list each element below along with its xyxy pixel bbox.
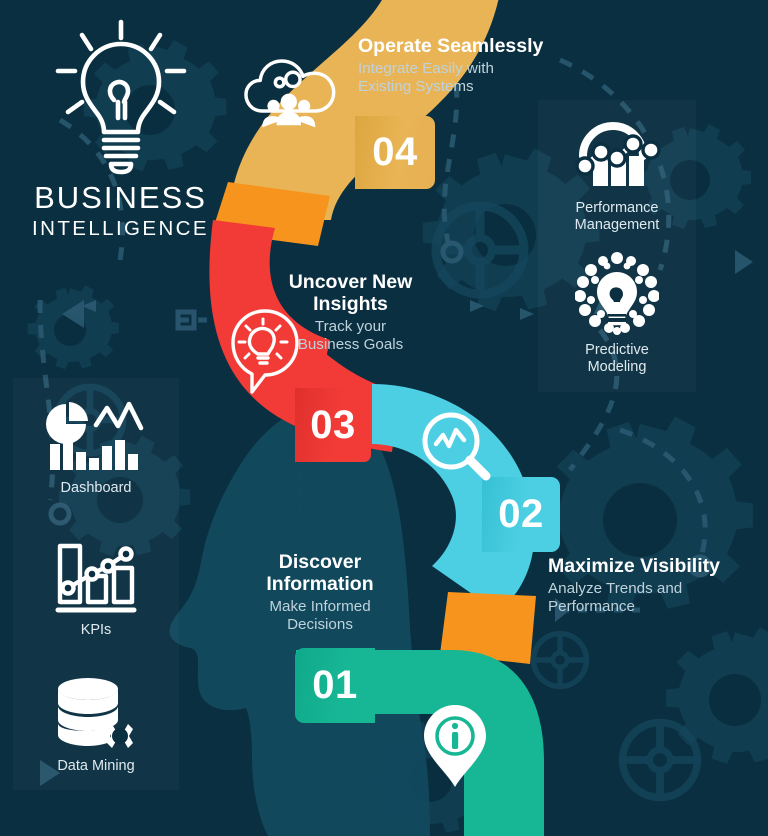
feature-label: Dashboard	[60, 480, 132, 496]
step-03-text: Uncover New Insights Track your Business…	[268, 271, 433, 355]
ribbon-connector-orange-bottom	[440, 592, 536, 664]
brand-subtitle: INTELLIGENCE	[32, 216, 209, 240]
feature-performance-management[interactable]: Performance Management	[538, 112, 696, 234]
lightbulb-icon	[55, 19, 186, 175]
step-03-title-line2: Insights	[313, 292, 388, 315]
step-01-subtitle: Make Informed Decisions	[235, 598, 405, 635]
feature-label: Data Mining	[57, 758, 135, 774]
bulb-dots-icon	[575, 252, 659, 335]
right-feature-panel: Performance Management	[538, 100, 696, 392]
pie-line-bar-chart-icon	[46, 401, 144, 470]
step-03-subtitle: Track your Business Goals	[268, 318, 433, 355]
ribbon-segment-02	[372, 384, 535, 612]
feature-label: Performance Management	[575, 200, 660, 234]
feature-label-line1: Performance	[575, 200, 659, 216]
step-04-text: Operate Seamlessly Integrate Easily with…	[358, 35, 608, 97]
step-02-subtitle: Analyze Trends and Performance	[548, 580, 768, 617]
step-04-number-badge: 04	[355, 116, 435, 189]
ribbon-segment-04	[228, 0, 499, 220]
feature-predictive-modeling[interactable]: Predictive Modeling	[538, 252, 696, 376]
step-01-subtitle-line2: Decisions	[287, 616, 353, 634]
step-04-subtitle: Integrate Easily with Existing Systems	[358, 60, 608, 97]
step-03-subtitle-line2: Business Goals	[297, 336, 404, 354]
step-01-title-line2: Information	[266, 572, 374, 595]
step-02-text: Maximize Visibility Analyze Trends and P…	[548, 555, 768, 617]
step-03-title-line1: Uncover New	[288, 271, 413, 293]
step-04-title: Operate Seamlessly	[358, 35, 544, 57]
feature-label-line1: Predictive	[585, 342, 649, 358]
step-02-subtitle-line2: Performance	[548, 598, 635, 616]
database-gear-icon	[58, 678, 133, 748]
brand-title: BUSINESS	[34, 180, 207, 215]
step-02-number-badge: 02	[482, 477, 560, 552]
step-03-subtitle-line1: Track your	[314, 317, 387, 335]
feature-data-mining[interactable]: Data Mining	[13, 676, 179, 775]
feature-dashboard[interactable]: Dashboard	[13, 400, 179, 497]
step-01-text: Discover Information Make Informed Decis…	[235, 551, 405, 635]
step-03-title: Uncover New Insights	[268, 271, 433, 316]
brand-block: BUSINESS INTELLIGENCE	[18, 18, 223, 239]
feature-kpis[interactable]: KPIs	[13, 540, 179, 639]
step-04-subtitle-line1: Integrate Easily with	[358, 59, 494, 77]
network-bar-chart-icon	[575, 122, 661, 186]
step-01-number-badge: 01	[295, 648, 375, 723]
step-03-number-badge: 03	[295, 388, 371, 462]
feature-label-line2: Management	[574, 216, 660, 233]
step-02-title: Maximize Visibility	[548, 555, 720, 577]
bar-trendline-icon	[55, 543, 137, 613]
feature-label: Predictive Modeling	[585, 342, 649, 376]
step-01-title-line1: Discover	[278, 551, 362, 573]
feature-label-line2: Modeling	[587, 358, 647, 375]
left-feature-panel: Dashboard KPIs	[13, 378, 179, 790]
step-02-subtitle-line1: Analyze Trends and	[548, 579, 683, 597]
feature-label: KPIs	[80, 622, 112, 638]
step-01-subtitle-line1: Make Informed	[269, 597, 371, 615]
step-01-title: Discover Information	[235, 551, 405, 596]
step-04-subtitle-line2: Existing Systems	[358, 78, 474, 96]
